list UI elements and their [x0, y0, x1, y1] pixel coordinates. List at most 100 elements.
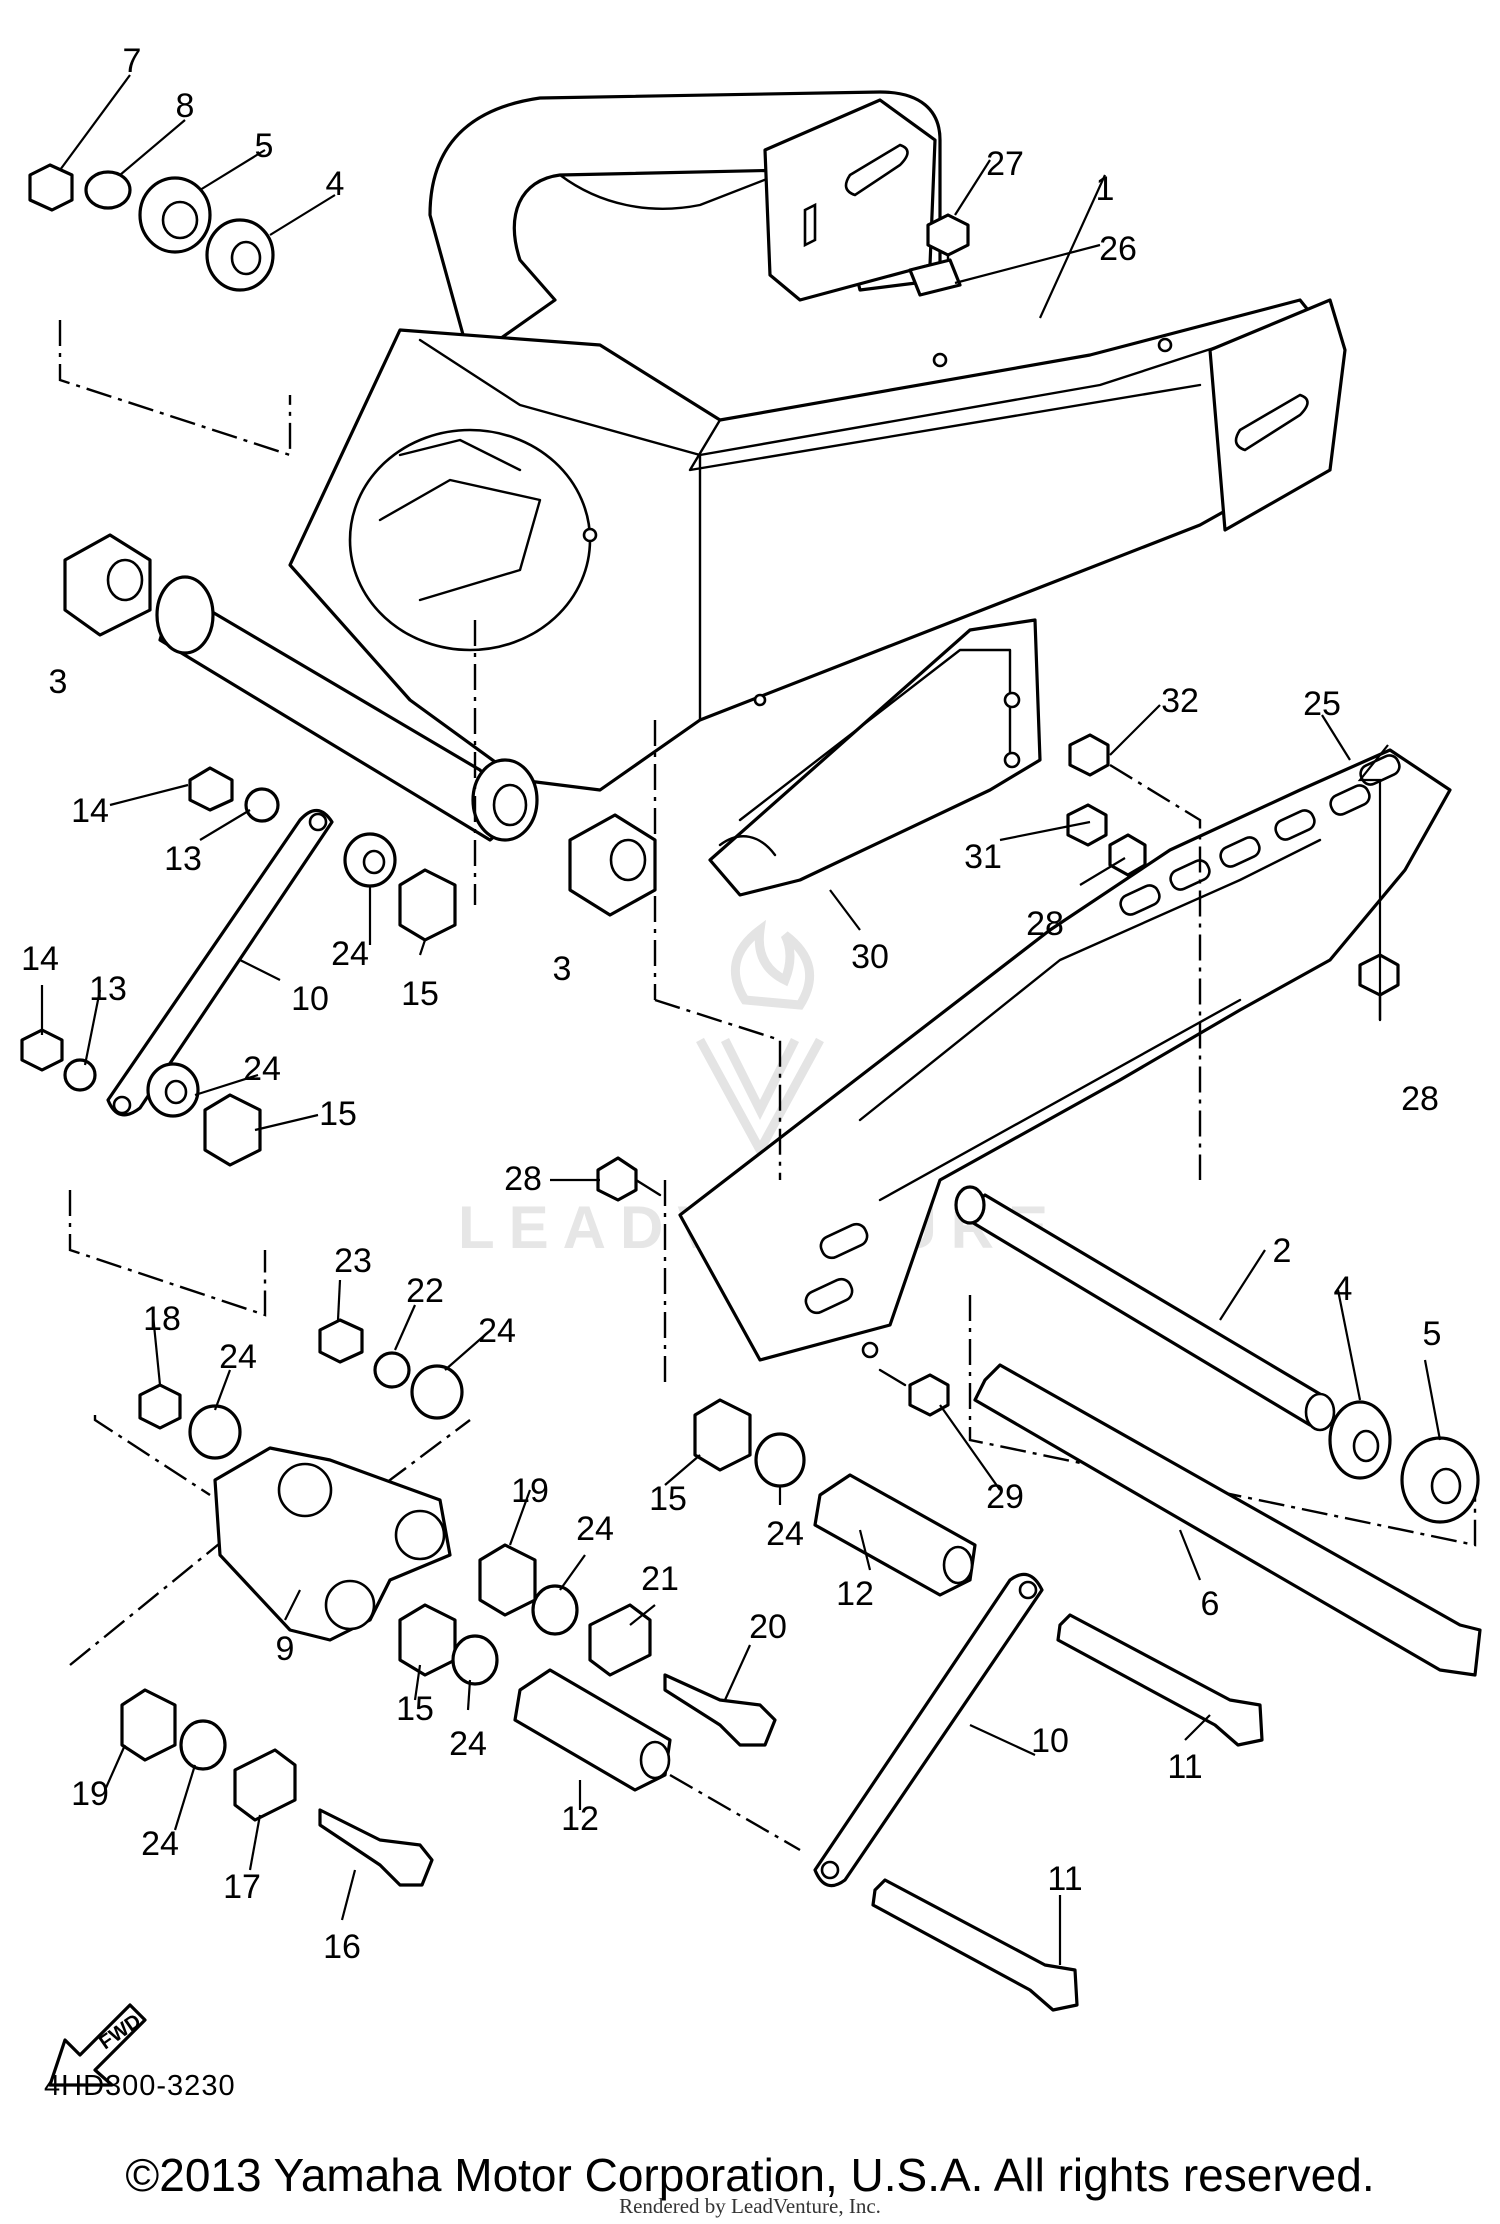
callout-24-g: 24 [141, 1825, 179, 1863]
relay-arm-9 [213, 1446, 452, 1642]
washer-13-lower [63, 1058, 97, 1092]
small-parts: FWD [20, 163, 1482, 2087]
callout-5: 5 [255, 127, 274, 165]
callout-24-top: 24 [331, 935, 369, 973]
callout-6: 6 [1201, 1585, 1220, 1623]
callout-3-left: 3 [49, 663, 68, 701]
callout-24-f: 24 [449, 1725, 487, 1763]
callout-10-lower: 10 [1031, 1722, 1069, 1760]
chain-case [678, 748, 1452, 1362]
nut-18 [138, 1383, 182, 1430]
callout-9: 9 [276, 1630, 295, 1668]
spacer-24-g [179, 1719, 227, 1771]
leader-lines [40, 74, 1442, 1965]
nut-23 [318, 1318, 364, 1364]
bolt-32 [1068, 733, 1110, 777]
bearing-19-a [478, 1543, 537, 1617]
nut-14-lower [20, 1028, 64, 1072]
callout-15-lower: 15 [396, 1690, 434, 1728]
callout-24-c: 24 [478, 1312, 516, 1350]
bearing-15-d [693, 1398, 752, 1472]
washer-8 [84, 170, 132, 210]
bearing-15-a [398, 868, 457, 942]
collar-21 [588, 1603, 652, 1677]
link-10-lower [813, 1572, 1044, 1888]
callout-5-right: 5 [1423, 1315, 1442, 1353]
bearing-15-b [203, 1093, 262, 1167]
link-10-upper [106, 808, 334, 1117]
bolt-28-a [1108, 833, 1147, 877]
callout-28-b: 28 [1401, 1080, 1439, 1118]
bolt-28-c [596, 1156, 638, 1202]
callout-20: 20 [749, 1608, 787, 1646]
spacer-24-h [754, 1432, 806, 1488]
callout-24-e: 24 [576, 1510, 614, 1548]
callout-4: 4 [326, 165, 345, 203]
callout-27: 27 [986, 145, 1024, 183]
callout-24-right: 24 [766, 1515, 804, 1553]
callout-24-d: 24 [219, 1338, 257, 1376]
callout-23: 23 [334, 1242, 372, 1280]
callout-8: 8 [176, 87, 195, 125]
nut-31 [1066, 803, 1108, 847]
nut-14-top [188, 766, 234, 812]
callout-17: 17 [223, 1868, 261, 1906]
callout-4-right: 4 [1334, 1270, 1353, 1308]
callout-12-lower: 12 [561, 1800, 599, 1838]
callout-11-upper: 11 [1167, 1748, 1202, 1786]
callout-10-upper: 10 [291, 980, 329, 1018]
callout-19-b: 19 [71, 1775, 109, 1813]
callout-32: 32 [1161, 682, 1199, 720]
bolt-27 [926, 213, 970, 257]
callout-18: 18 [143, 1300, 181, 1338]
spacer-24-d [188, 1404, 242, 1460]
callout-12-upper: 12 [836, 1575, 874, 1613]
nut-7 [28, 163, 74, 212]
bolt-29 [908, 1373, 950, 1417]
copyright-notice: ©2013 Yamaha Motor Corporation, U.S.A. A… [125, 2149, 1375, 2201]
callout-11-lower: 11 [1047, 1860, 1082, 1898]
spacer-12-lower [513, 1668, 672, 1792]
callout-15-right: 15 [649, 1480, 687, 1518]
callout-14-top: 14 [71, 792, 109, 830]
bearing-19-b [120, 1688, 177, 1762]
callout-3-center: 3 [553, 950, 572, 988]
pivot-bolt-6 [973, 1363, 1482, 1677]
callout-16: 16 [323, 1928, 361, 1966]
callout-29: 29 [986, 1478, 1024, 1516]
diagram-code: 4HD300-3230 [44, 2070, 236, 2102]
callout-13-lower: 13 [89, 970, 127, 1008]
washer-22 [373, 1351, 411, 1389]
callout-21: 21 [641, 1560, 679, 1598]
callout-28-a: 28 [1026, 905, 1064, 943]
spacer-12-upper [813, 1473, 977, 1597]
bolt-20 [663, 1673, 777, 1747]
spacer-24-e [531, 1584, 579, 1636]
callout-25: 25 [1303, 685, 1341, 723]
callout-31: 31 [964, 838, 1002, 876]
bolt-11-upper [1056, 1613, 1264, 1747]
callout-1: 1 [1096, 170, 1115, 208]
callout-24-mid: 24 [243, 1050, 281, 1088]
callout-15-top: 15 [401, 975, 439, 1013]
callout-26: 26 [1099, 230, 1137, 268]
chain-slider [708, 618, 1042, 897]
callout-2: 2 [1273, 1232, 1292, 1270]
callout-15-mid: 15 [319, 1095, 357, 1133]
swingarm-body [155, 90, 1347, 842]
callout-22: 22 [406, 1272, 444, 1310]
collar-17 [233, 1748, 297, 1822]
spacer-24-c [410, 1364, 464, 1420]
bolt-11-lower [871, 1878, 1079, 2012]
callout-7: 7 [123, 42, 142, 80]
bracket-26 [908, 258, 962, 297]
bearing-15-c [398, 1603, 457, 1677]
callout-13-top: 13 [164, 840, 202, 878]
bolt-16 [318, 1808, 434, 1887]
callout-19-a: 19 [511, 1472, 549, 1510]
callout-numbers: 7 8 5 4 1 27 26 3 14 13 24 15 10 3 30 31… [21, 42, 1441, 1966]
spacer-24-f [451, 1634, 499, 1686]
render-credit: Rendered by LeadVenture, Inc. [619, 2194, 881, 2218]
washer-13-top [244, 787, 280, 823]
